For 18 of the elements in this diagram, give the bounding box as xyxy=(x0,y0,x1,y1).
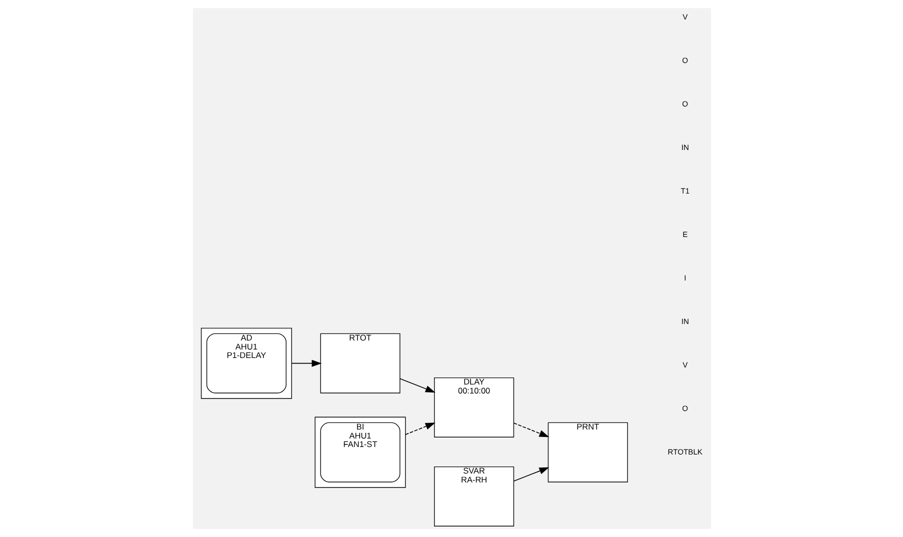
label: O xyxy=(682,56,688,66)
label: E xyxy=(682,230,688,239)
arrow xyxy=(399,378,435,393)
label: IN xyxy=(680,143,688,152)
label: RTOTBLK xyxy=(667,447,702,456)
arrow xyxy=(404,422,435,435)
arrow xyxy=(290,360,322,367)
cluster xyxy=(200,328,292,399)
cluster xyxy=(314,416,406,488)
label: I xyxy=(684,273,686,282)
label: T1 xyxy=(680,186,690,196)
arrow xyxy=(512,467,549,482)
label: IN xyxy=(680,316,688,326)
label: O xyxy=(682,404,688,413)
label: V xyxy=(682,360,688,370)
label: O xyxy=(682,100,688,109)
arrow xyxy=(512,422,549,438)
label: V xyxy=(682,12,688,22)
